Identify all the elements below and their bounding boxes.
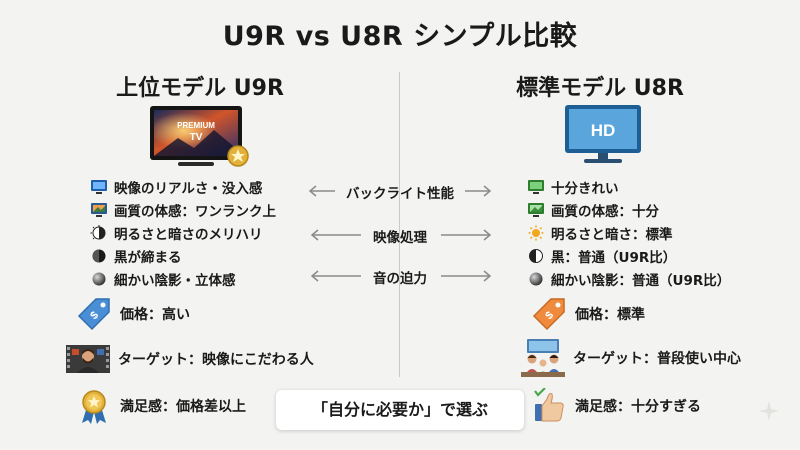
half-black-circle-icon <box>529 249 543 263</box>
sparkle-icon <box>759 401 779 421</box>
center-divider <box>399 72 400 377</box>
right-feature-1: 十分きれい <box>527 177 730 197</box>
middle-item-backlight: バックライト性能 <box>346 186 454 202</box>
price-tag-icon: $ <box>532 298 565 331</box>
right-feature-3: 明るさと暗さ：標準 <box>527 223 730 243</box>
right-target: ターゲット：普段使い中心 <box>521 339 741 377</box>
black-circle-icon <box>92 249 106 263</box>
right-heading: 標準モデル U8R <box>516 76 684 101</box>
middle-item-processing: 映像処理 <box>373 230 427 246</box>
right-feature-2: 画質の体感：十分 <box>527 200 730 220</box>
left-arrow-icon <box>308 185 335 197</box>
right-satisfaction: 満足感：十分すぎる <box>531 388 701 424</box>
family-icon <box>521 339 565 377</box>
gray-sphere-icon <box>92 272 106 286</box>
tv-label-tv: TV <box>190 132 203 143</box>
right-arrow-icon <box>441 270 492 282</box>
right-arrow-icon <box>465 185 492 197</box>
left-feature-4: 黒が締まる <box>90 246 276 266</box>
left-feature-2: 画質の体感：ワンランク上 <box>90 200 276 220</box>
green-monitor-icon <box>528 180 544 194</box>
tv-label-premium: PREMIUM <box>177 121 215 130</box>
left-heading: 上位モデル U9R <box>116 76 284 101</box>
half-moon-icon <box>90 225 106 240</box>
monitor-icon <box>91 180 107 194</box>
thumbs-up-icon <box>534 388 564 422</box>
left-arrow-icon <box>310 270 361 282</box>
premium-tv-icon: PREMIUM TV <box>150 106 249 167</box>
left-feature-1: 映像のリアルさ・没入感 <box>90 177 276 197</box>
picture-monitor-icon <box>91 203 107 217</box>
choose-by-need-banner: 「自分に必要か」で選ぶ <box>276 390 524 430</box>
right-price: $ 価格：標準 <box>531 296 645 332</box>
hd-tv-icon: HD <box>565 105 641 163</box>
left-target: ターゲット：映像にこだわる人 <box>66 341 314 377</box>
enthusiast-person-icon <box>66 345 110 373</box>
left-feature-3: 明るさと暗さのメリハリ <box>90 223 276 243</box>
page-title: U9R vs U8R シンプル比較 <box>222 21 578 52</box>
green-picture-icon <box>528 203 544 217</box>
tv-label-hd: HD <box>591 121 616 140</box>
left-arrow-icon <box>310 229 361 241</box>
middle-item-sound: 音の迫力 <box>373 271 427 287</box>
right-arrow-icon <box>441 229 492 241</box>
right-feature-5: 細かい陰影：普通（U9R比） <box>527 269 730 289</box>
left-feature-5: 細かい陰影・立体感 <box>90 269 276 289</box>
gold-medal-icon <box>82 390 106 424</box>
left-satisfaction: 満足感：価格差以上 <box>76 388 246 424</box>
price-tag-icon: $ <box>77 298 110 331</box>
left-price: $ 価格：高い <box>76 296 190 332</box>
sun-icon <box>528 225 544 241</box>
gray-sphere-icon <box>529 272 543 286</box>
right-feature-4: 黒：普通（U9R比） <box>527 246 730 266</box>
